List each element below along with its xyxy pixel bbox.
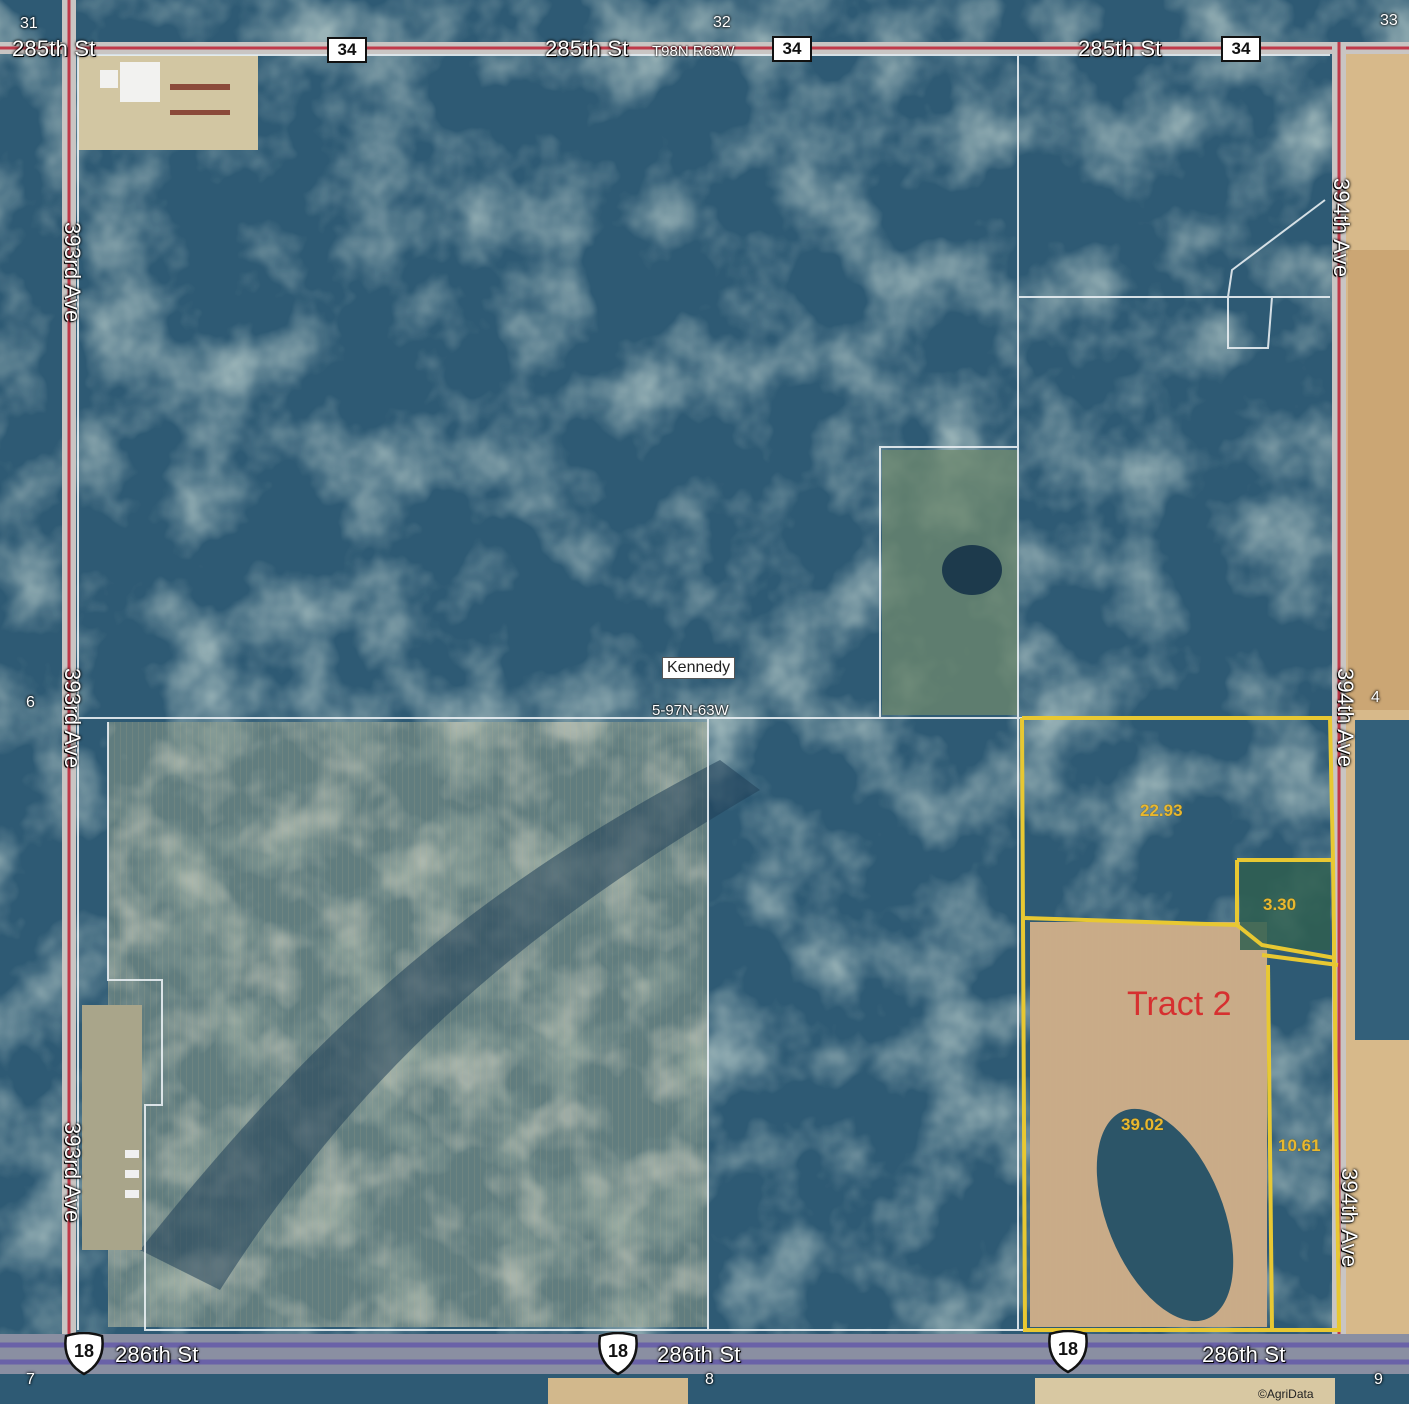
section-number-ne: 33 (1380, 12, 1398, 29)
road-label-393rd-ave-middle: 393rd Ave (60, 668, 85, 769)
section-number-west: 6 (26, 694, 35, 711)
copyright-notice: ©AgriData (1258, 1387, 1314, 1401)
road-label-393rd-ave-upper: 393rd Ave (60, 222, 85, 323)
wet-area (1096, 1108, 1234, 1322)
road-label-393rd-ave-lower: 393rd Ave (60, 1122, 85, 1223)
field-boundaries (77, 54, 1340, 1331)
road-label-286th-st-east: 286th St (1202, 1342, 1286, 1367)
section-number-nw: 31 (20, 15, 38, 32)
us-18-shield-east: 18 (1046, 1330, 1090, 1374)
farmstead-north (78, 55, 258, 150)
township-range-label: T98N R63W (652, 43, 735, 60)
us-shield-icon (598, 1332, 638, 1376)
route-34-shield-center: 34 (772, 36, 812, 62)
tract-name-label: Tract 2 (1127, 985, 1232, 1023)
route-34-shield-west: 34 (327, 37, 367, 63)
acreage-label: 22.93 (1140, 801, 1183, 820)
acreage-label: 3.30 (1263, 895, 1297, 914)
section-number-sw: 7 (26, 1371, 35, 1388)
section-number-east: 4 (1371, 689, 1380, 706)
farmstead-south (82, 1005, 142, 1250)
us-18-shield-center: 18 (596, 1332, 640, 1376)
road-label-286th-st-center: 286th St (657, 1342, 741, 1367)
road-label-285th-st-east: 285th St (1078, 36, 1162, 61)
place-name-label: Kennedy (662, 657, 736, 679)
road-label-285th-st-center: 285th St (545, 36, 629, 61)
us-18-shield-west: 18 (62, 1332, 106, 1376)
section-number-north: 32 (713, 14, 731, 31)
acreage-label: 10.61 (1278, 1136, 1321, 1155)
section-number-se: 9 (1374, 1371, 1383, 1388)
acreage-label: 39.02 (1121, 1115, 1164, 1134)
road-label-394th-ave-upper: 394th Ave (1329, 178, 1354, 278)
section-township-range-label: 5-97N-63W (652, 702, 729, 719)
us-shield-icon (1048, 1330, 1088, 1374)
drainage-channel (140, 760, 760, 1290)
road-label-394th-ave-lower: 394th Ave (1337, 1168, 1362, 1268)
tract-boundary (1020, 716, 1342, 1332)
us-shield-icon (64, 1332, 104, 1376)
road-label-394th-ave-middle: 394th Ave (1333, 668, 1358, 768)
route-34-shield-east: 34 (1221, 36, 1261, 62)
road-label-286th-st-west: 286th St (115, 1342, 199, 1367)
road-label-285th-st-west: 285th St (12, 36, 96, 61)
section-number-south: 8 (705, 1371, 714, 1388)
